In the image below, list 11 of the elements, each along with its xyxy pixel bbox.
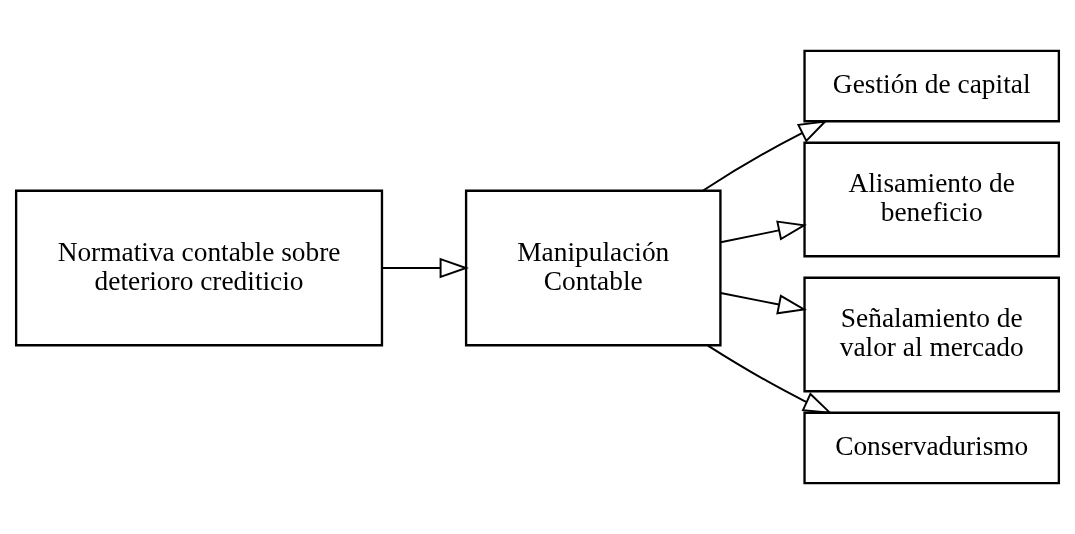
node-box: Normativa contable sobre deterioro crediticio: [14, 189, 384, 347]
arrow: [381, 257, 469, 279]
arrow: [702, 120, 828, 192]
arrow: [719, 220, 807, 244]
arrow: [706, 344, 833, 414]
node-box: Manipulación Contable: [464, 189, 722, 347]
node-box: Señalamiento de valor al mercado: [803, 276, 1061, 393]
arrow: [719, 291, 807, 315]
node-box: Gestión de capital: [803, 49, 1061, 123]
node-box: Conservadurismo: [803, 411, 1061, 485]
node-box: Alisamiento de beneficio: [803, 141, 1061, 258]
